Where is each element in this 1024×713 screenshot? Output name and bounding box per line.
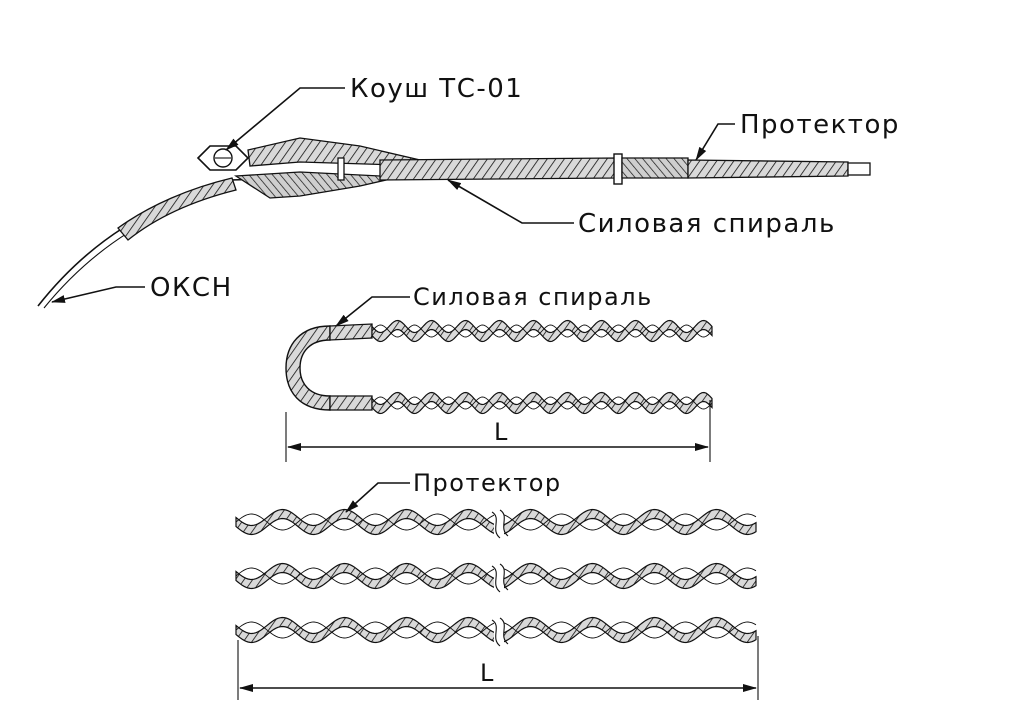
power-spiral-drawing: L Силовая спираль [285, 283, 713, 462]
assembly-top: Коуш ТС-01 Протектор Силовая спираль ОКС… [37, 74, 900, 309]
thimble [196, 145, 250, 171]
protector-top-body [687, 159, 849, 179]
label-protector-top: Протектор [740, 110, 900, 140]
protector-drawing: L Протектор [235, 469, 759, 700]
leader-thimble [225, 87, 345, 151]
protector-rod-2 [235, 559, 757, 593]
label-power-spiral-top: Силовая спираль [578, 209, 836, 239]
leader-protector-top [695, 123, 735, 161]
protector-rod-1 [235, 505, 757, 539]
leader-power-spiral-top [447, 179, 574, 224]
label-power-spiral-mid: Силовая спираль [413, 283, 653, 311]
break-marks [491, 509, 509, 647]
power-spiral-bend [285, 325, 331, 411]
label-length-mid: L [494, 418, 509, 446]
label-protector-bottom: Протектор [413, 469, 562, 497]
leader-protector-bottom [345, 482, 410, 513]
power-spiral-lower-leg [371, 391, 713, 415]
power-spiral-upper-leg [371, 319, 713, 343]
leader-cable [51, 286, 145, 303]
power-spiral-top-body [379, 157, 616, 181]
cable-spiral-segment [117, 177, 237, 241]
label-thimble: Коуш ТС-01 [350, 74, 523, 104]
leader-power-spiral-mid [335, 296, 410, 327]
label-length-bottom: L [480, 659, 495, 687]
label-cable: ОКСН [150, 273, 233, 303]
protector-rod-3 [235, 613, 757, 647]
cable-tip [847, 162, 871, 176]
